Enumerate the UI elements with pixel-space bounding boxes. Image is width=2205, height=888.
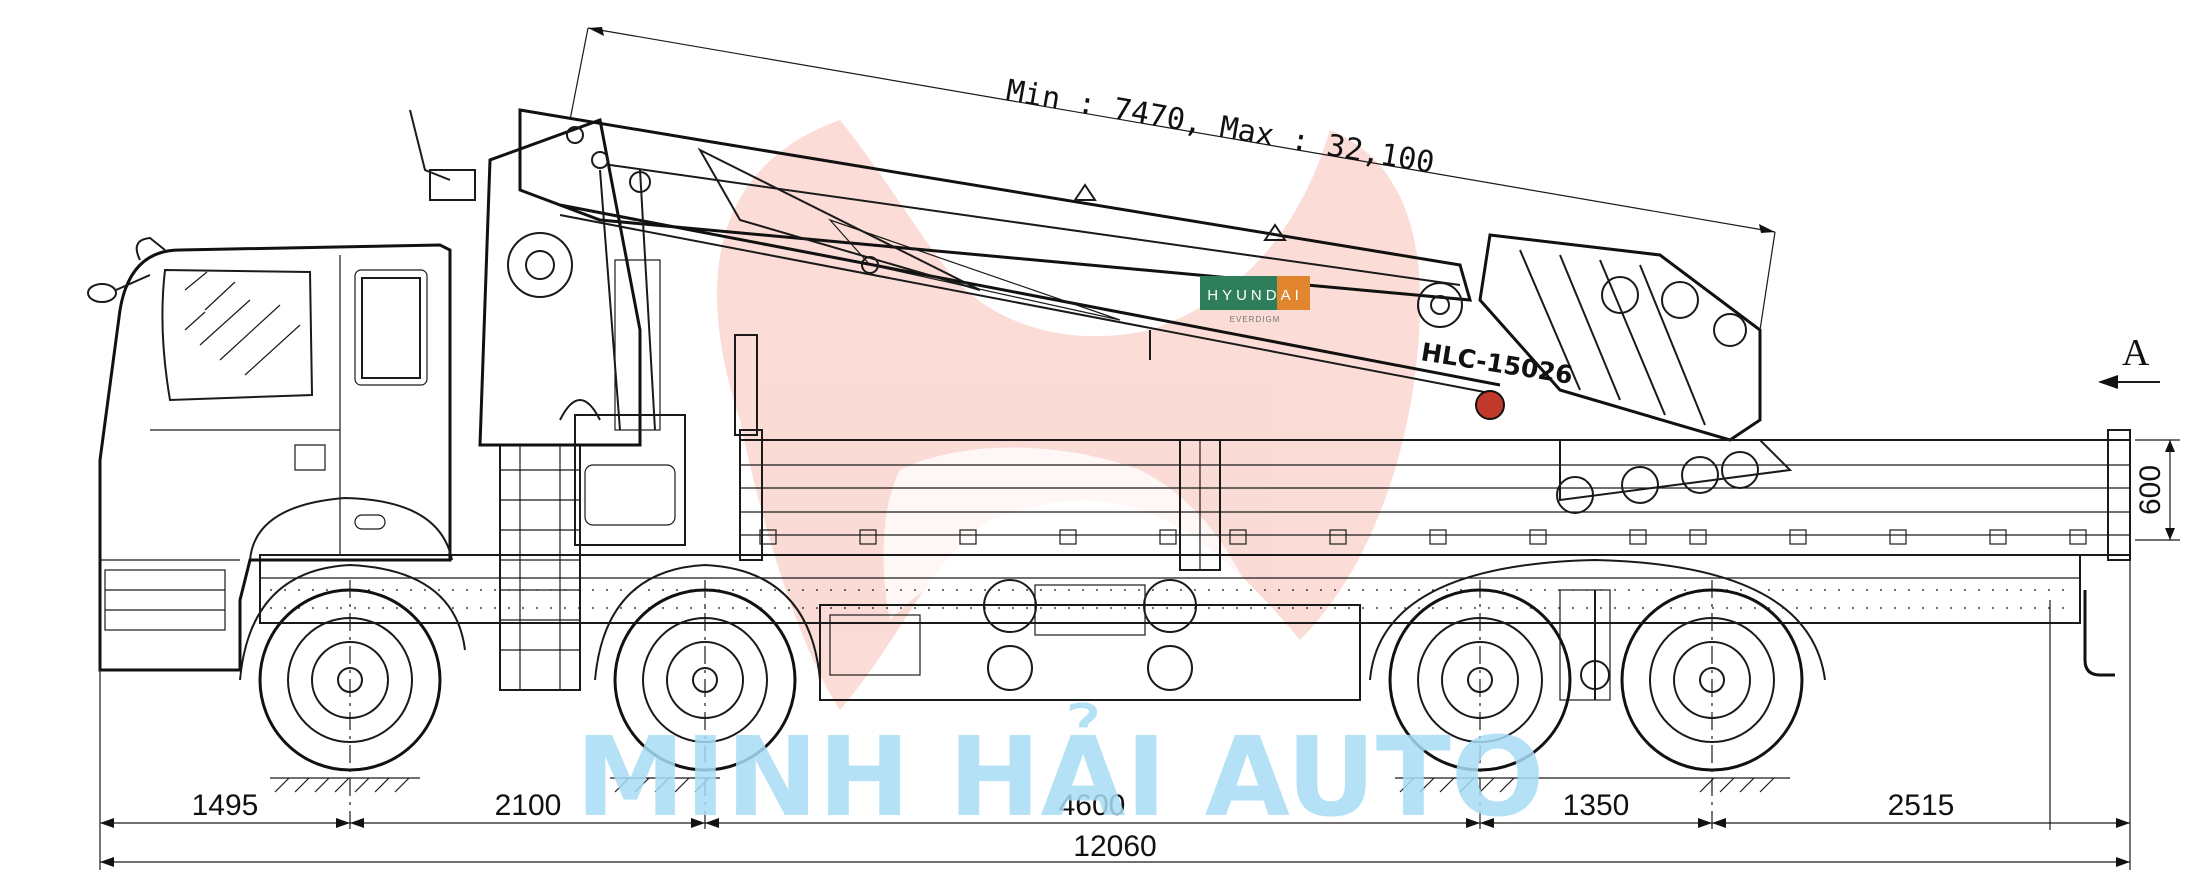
chassis-frame [259,554,2115,701]
cargo-bed [734,334,2131,571]
view-marker-label: A [2122,332,2150,374]
bed-height-label: 600 [2134,465,2167,515]
dimension-1495: 1495 [192,789,259,822]
boom-reach-label: Min : 7470, Max : 32,100 [1004,73,1437,181]
brand-badge: HYUNDAI EVERDIGM [1200,276,1310,324]
dimension-4600: 4600 [1059,789,1126,822]
axle-centerlines [349,580,1713,835]
truck-cab [87,236,453,672]
length-dimensions: 1495 2100 4600 1350 2515 12060 [99,560,2131,870]
view-marker: A [2098,332,2160,389]
brand-name: HYUNDAI [1207,287,1303,304]
watermark-logo [716,120,1420,710]
bed-height-dimension: 600 [2134,439,2180,541]
watermark-text: MINH HẢI AUTO [576,701,1545,841]
dimension-2515: 2515 [1888,789,1955,822]
crane-column [409,109,686,691]
crane-model-label: HLC-15026 [1419,337,1575,390]
crane-jib [1417,233,1793,514]
crane-boom [518,108,1501,431]
dimension-2100: 2100 [495,789,562,822]
brand-sub: EVERDIGM [1230,315,1281,324]
dimension-1350: 1350 [1563,789,1630,822]
ground-hatching [270,777,1790,793]
dimension-overall: 12060 [1073,830,1156,863]
